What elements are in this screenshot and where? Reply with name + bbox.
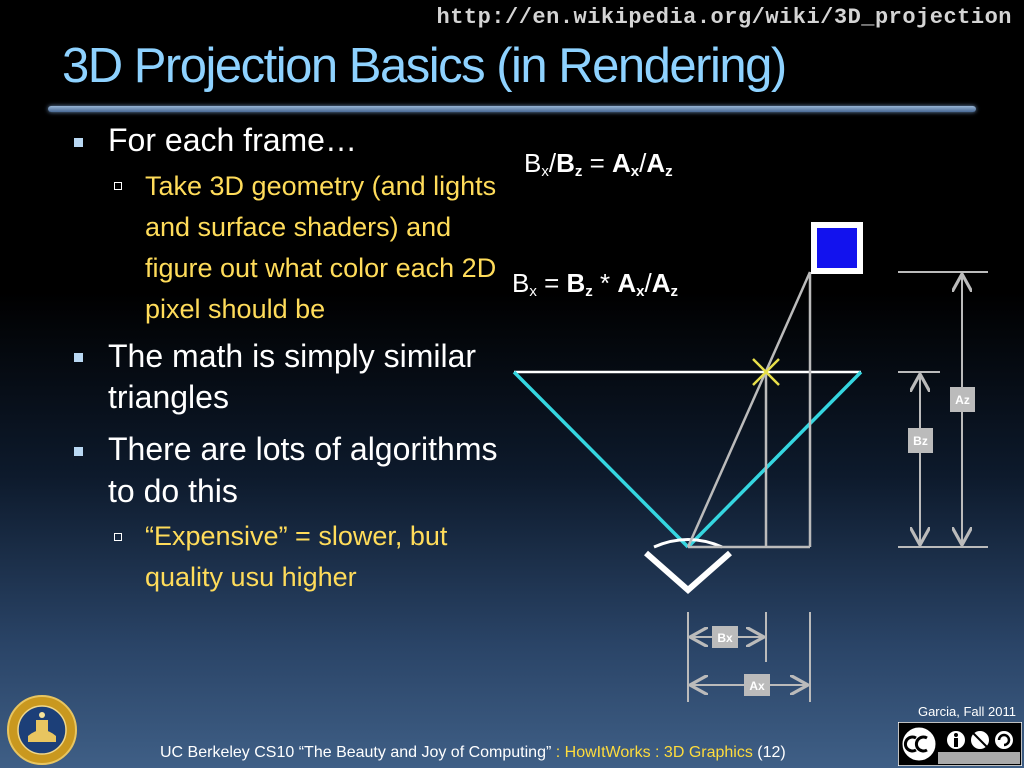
bullet-for-each-frame: For each frame… xyxy=(72,120,512,162)
square-bullet-icon xyxy=(74,446,83,456)
uc-seal-icon xyxy=(7,695,77,765)
slide-credit: Garcia, Fall 2011 xyxy=(917,704,1016,719)
sub-bullet-expensive: “Expensive” = slower, but quality usu hi… xyxy=(72,516,512,598)
square-bullet-icon xyxy=(74,137,83,147)
source-url[interactable]: http://en.wikipedia.org/wiki/3D_projecti… xyxy=(436,5,1012,30)
projection-diagram: Az Bz Bx Ax xyxy=(512,222,988,702)
bz-label: Bz xyxy=(913,434,928,448)
formula-bx: Bx = Bz * Ax/Az xyxy=(512,268,678,300)
formula-ratio: Bx/Bz = Ax/Az xyxy=(524,148,673,180)
object-square xyxy=(817,228,857,268)
projection-ray xyxy=(686,271,812,548)
projected-point-marker xyxy=(752,358,780,386)
az-label: Az xyxy=(955,393,970,407)
bullet-algorithms: There are lots of algorithms to do this xyxy=(72,429,512,512)
eye-icon xyxy=(644,550,732,594)
title-underline xyxy=(48,106,976,112)
slide-footer: UC Berkeley CS10 “The Beauty and Joy of … xyxy=(160,744,786,761)
ax-label: Ax xyxy=(749,679,765,693)
frustum-right-edge xyxy=(686,370,863,549)
creative-commons-by-nc-sa-icon[interactable] xyxy=(898,722,1022,766)
bullet-list: For each frame… Take 3D geometry (and li… xyxy=(72,118,512,604)
frustum-left-edge xyxy=(512,370,690,549)
slide-title: 3D Projection Basics (in Rendering) xyxy=(62,39,787,93)
page-number: (12) xyxy=(757,744,786,761)
bullet-similar-triangles: The math is simply similar triangles xyxy=(72,336,512,419)
sub-bullet-geometry: Take 3D geometry (and lights and surface… xyxy=(72,166,512,330)
hollow-square-bullet-icon xyxy=(114,532,122,541)
hollow-square-bullet-icon xyxy=(114,182,122,191)
bx-label: Bx xyxy=(717,631,733,645)
square-bullet-icon xyxy=(74,353,83,363)
